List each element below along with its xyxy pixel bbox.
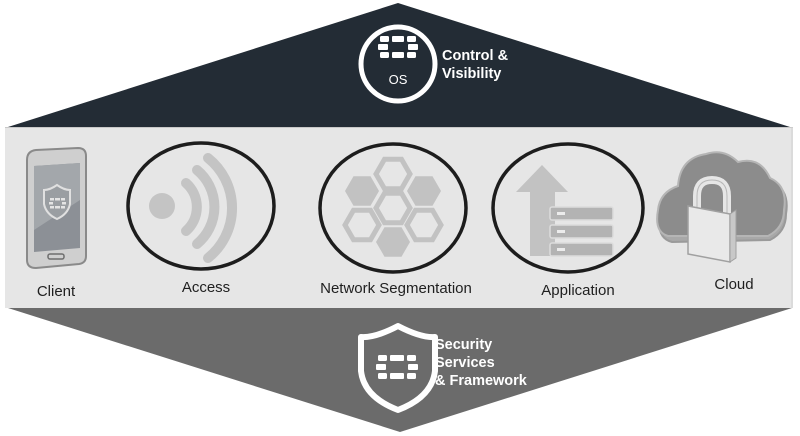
label-cloud: Cloud <box>714 276 754 293</box>
hexagon <box>345 176 379 206</box>
bottom-title-line2: Services <box>435 355 495 371</box>
top-title-line1: Control & <box>442 48 509 64</box>
hexagon <box>407 176 441 206</box>
cloud-lock-icon <box>656 151 788 263</box>
top-section-shape <box>8 3 790 127</box>
bottom-section-title: Security Services & Framework <box>435 336 527 390</box>
label-application: Application <box>541 282 615 299</box>
bottom-title-line1: Security <box>435 337 493 353</box>
label-access: Access <box>181 279 231 296</box>
wireless-signal-icon <box>126 141 276 271</box>
mobile-phone-shield-icon <box>26 146 87 270</box>
hexagon <box>342 207 382 243</box>
hexagon <box>404 207 444 243</box>
bottom-title-line3: & Framework <box>435 373 527 389</box>
top-section-title: Control & Visibility <box>442 47 508 83</box>
hexagon <box>373 156 413 192</box>
hexagon <box>376 227 410 257</box>
os-badge-text: OS <box>388 72 408 87</box>
security-shield-icon <box>358 323 438 413</box>
fortinet-os-icon <box>358 24 438 104</box>
label-network-segmentation: Network Segmentation <box>320 280 472 297</box>
label-client: Client <box>36 283 76 300</box>
hexagon-cluster-icon <box>318 142 468 274</box>
hexagon <box>373 190 413 226</box>
top-title-line2: Visibility <box>442 66 502 82</box>
server-upload-arrow-icon <box>491 142 645 274</box>
